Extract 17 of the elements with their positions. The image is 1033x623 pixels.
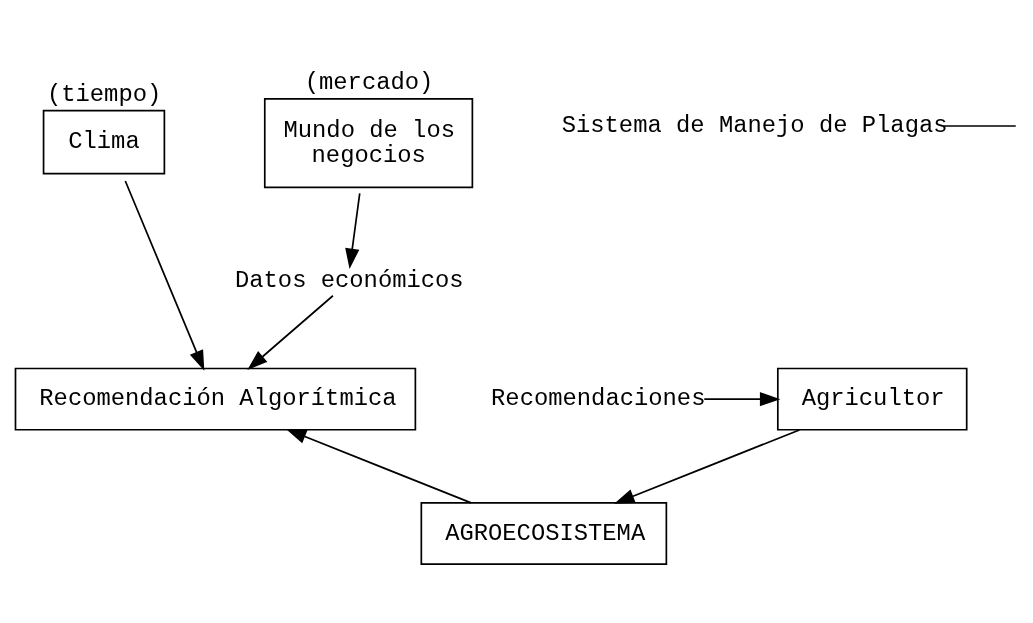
node-box: Agricultor: [776, 367, 968, 431]
node-box: Clima: [42, 109, 166, 175]
arrow: [703, 392, 781, 407]
connector: [942, 125, 1017, 127]
node-box: AGROECOSISTEMA: [420, 502, 668, 566]
arrow: [345, 192, 361, 269]
node-label: (mercado): [304, 68, 434, 96]
arrow: [614, 429, 801, 504]
node-text: Datos económicos: [235, 267, 464, 295]
node-box: Mundo de los negocios: [263, 97, 474, 189]
node-text: Recomendaciones: [491, 385, 706, 413]
arrow: [285, 428, 473, 504]
node-box: Recomendación Algorítmica: [14, 367, 417, 431]
node-label: (tiempo): [46, 80, 162, 108]
arrow: [124, 180, 205, 371]
node-text: Sistema de Manejo de Plagas: [561, 112, 948, 140]
arrow: [247, 294, 334, 370]
